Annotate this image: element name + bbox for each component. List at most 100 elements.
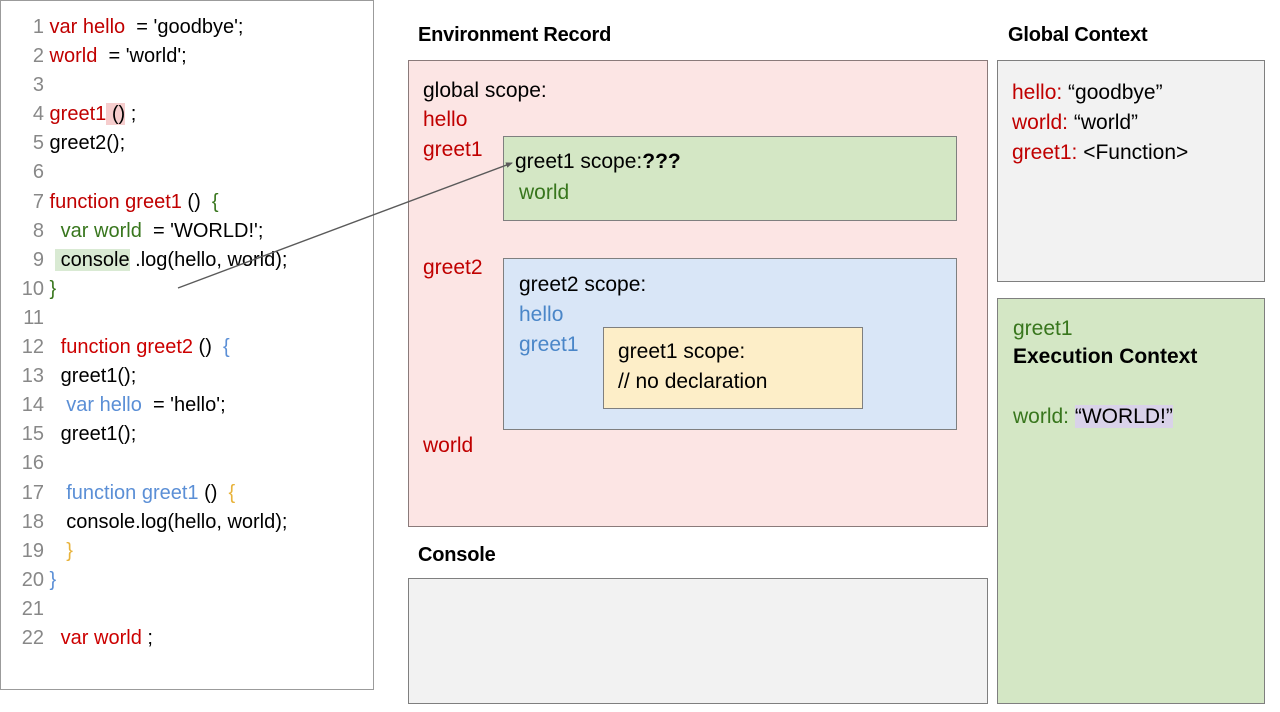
code-line[interactable]: 10 } [0,275,1280,304]
console-panel[interactable] [408,578,988,704]
code-line[interactable]: 18 console.log(hello, world); [0,508,1280,537]
code-line[interactable]: 13 greet1(); [0,362,1280,391]
line-number: 18 [21,510,44,533]
greet1-scope-entry-world: world [519,181,570,204]
code-line[interactable]: 8 var world = 'WORLD!'; [0,217,1280,246]
code-line-text: function greet2 () { [44,336,230,358]
line-number: 22 [21,626,44,649]
execution-context-key: world: [1013,405,1075,428]
execution-context-row-world: world: “WORLD!” [1013,405,1173,429]
code-token: ; [125,103,137,126]
line-number: 1 [32,16,44,38]
code-line-text: } [44,540,73,562]
env-binding-greet2: greet2 [423,256,483,279]
greet2-scope-entry-hello: hello [519,303,564,326]
line-number: 9 [32,248,44,271]
code-token: function greet2 [55,336,193,359]
line-number: 8 [32,219,44,242]
code-line[interactable]: 21 [0,595,1280,624]
code-token: greet1 [44,103,107,126]
global-context-row: world: “world” [1012,111,1138,135]
code-token [44,540,61,562]
greet1-scope-title-text: greet1 scope: [515,150,643,173]
code-line[interactable]: 16 [0,449,1280,478]
code-line[interactable]: 17 function greet1 () { [0,479,1280,508]
inner-greet1-scope-title: greet1 scope: [618,340,746,363]
code-line-text: function greet1 () { [44,191,219,213]
global-context-key: greet1: [1012,141,1084,164]
code-token: var world [55,626,142,649]
console-title: Console [418,544,496,566]
code-editor-panel[interactable]: 1 var hello = 'goodbye';2 world = 'world… [0,0,374,690]
global-context-row: greet1: <Function> [1012,141,1188,165]
global-context-value: <Function> [1083,141,1189,164]
code-token: console.log(hello, world); [44,510,288,533]
code-token: { [211,336,230,359]
code-token: } [44,568,57,591]
code-token: world [44,45,98,68]
code-line[interactable]: 2 world = 'world'; [0,42,1280,71]
code-token: ; [141,626,153,649]
global-scope-label: global scope: [423,79,547,102]
code-token [44,336,55,358]
code-line-text: var hello = 'goodbye'; [44,16,244,38]
code-token: function greet1 [60,481,199,504]
code-line-text: greet2(); [44,132,126,155]
code-token: var world [55,219,142,242]
code-token: greet1(); [44,365,137,388]
code-line[interactable]: 22 var world ; [0,624,1280,653]
line-number: 5 [32,132,44,155]
code-token: greet1(); [44,423,137,446]
code-line[interactable]: 12 function greet2 () { [0,333,1280,362]
code-line-text: console .log(hello, world); [44,248,287,271]
code-token: () [106,103,126,126]
code-token [44,482,61,504]
code-line-text: } [44,568,57,591]
execution-context-heading: Execution Context [1013,345,1198,368]
code-line-list: 1 var hello = 'goodbye';2 world = 'world… [0,13,1280,653]
code-line[interactable]: 1 var hello = 'goodbye'; [0,13,1280,42]
code-token: console [55,248,130,271]
env-binding-world: world [423,434,474,457]
line-number: 13 [21,365,44,388]
code-line[interactable]: 7 function greet1 () { [0,188,1280,217]
code-line[interactable]: 4 greet1 () ; [0,100,1280,129]
line-number: 14 [21,394,44,417]
code-line[interactable]: 3 [0,71,1280,100]
code-line-text: var world ; [44,627,153,649]
line-number: 2 [32,45,44,68]
code-token [44,627,55,649]
code-line-text: world = 'world'; [44,45,187,67]
line-number: 3 [32,74,44,97]
code-line-text: greet1 () ; [44,103,137,126]
code-line[interactable]: 15 greet1(); [0,420,1280,449]
code-line-text: greet1(); [44,365,137,388]
code-line[interactable]: 6 [0,158,1280,187]
line-number: 12 [21,336,44,359]
code-token: function greet1 [44,190,182,213]
code-line[interactable]: 5 greet2(); [0,129,1280,158]
line-number: 20 [21,568,44,591]
line-number: 19 [21,539,44,562]
code-line[interactable]: 14 var hello = 'hello'; [0,391,1280,420]
code-line[interactable]: 19 } [0,537,1280,566]
global-context-title: Global Context [1008,24,1148,46]
code-token: greet2(); [44,132,126,155]
code-line[interactable]: 9 console .log(hello, world); [0,246,1280,275]
code-line-text: function greet1 () { [44,482,235,504]
code-token: () [181,190,207,213]
environment-record-panel: global scope: hello greet1 greet2 world … [408,60,988,527]
env-binding-greet1: greet1 [423,138,483,161]
greet1-execution-context-panel: greet1 Execution Context world: “WORLD!” [997,298,1265,704]
code-token: = 'hello'; [141,394,226,417]
code-token: } [60,539,73,562]
code-token: var hello [60,394,142,417]
code-line-text: var hello = 'hello'; [44,394,226,417]
line-number: 7 [32,190,44,213]
code-token: { [206,190,219,213]
code-line[interactable]: 20 } [0,566,1280,595]
execution-context-function-name: greet1 [1013,317,1073,340]
line-number: 17 [21,481,44,504]
code-line[interactable]: 11 [0,304,1280,333]
global-context-key: world: [1012,111,1074,134]
